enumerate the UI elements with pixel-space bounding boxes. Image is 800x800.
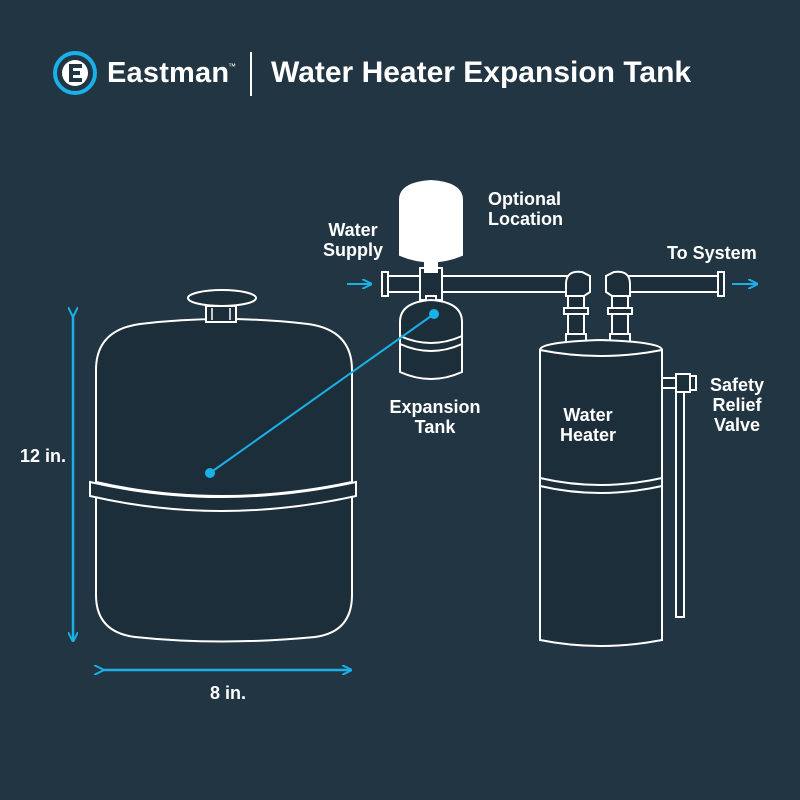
header-divider (250, 52, 252, 96)
leader-dot-large-tank (205, 468, 215, 478)
trademark-symbol: ™ (228, 62, 236, 71)
large-tank-highlight (211, 308, 231, 320)
optional-tank-illustration (399, 179, 463, 273)
brand-name: Eastman (107, 57, 230, 89)
leader-dot-small-tank (429, 309, 439, 319)
to-system-label: To System (667, 243, 757, 263)
page-title: Water Heater Expansion Tank (271, 56, 692, 89)
water-heater-illustration (539, 338, 697, 647)
height-dimension-label: 12 in. (20, 446, 67, 466)
width-dimension-label: 8 in. (210, 683, 247, 703)
header: Eastman ™ Water Heater Expansion Tank (0, 0, 800, 150)
large-tank-illustration (89, 289, 357, 643)
leader-line (209, 313, 435, 474)
eastman-logo-icon (53, 51, 97, 95)
